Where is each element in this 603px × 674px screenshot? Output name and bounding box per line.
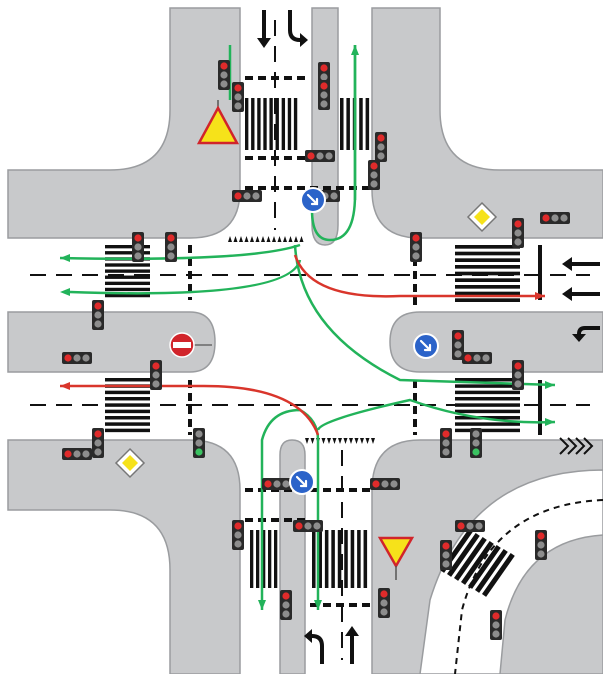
arrowhead-icon xyxy=(351,45,359,55)
traffic-light-icon xyxy=(280,590,292,620)
no-entry-icon xyxy=(169,332,212,358)
traffic-light-icon xyxy=(540,212,570,224)
traffic-light-icon xyxy=(232,520,244,550)
traffic-light-icon xyxy=(375,132,387,162)
priority-road-diamond-icon xyxy=(466,201,498,233)
traffic-light-icon xyxy=(440,540,452,570)
arrowhead-icon xyxy=(60,254,70,262)
arrow-straight-icon xyxy=(345,626,359,664)
sidewalk-nw xyxy=(7,7,241,239)
keep-right-arrow-icon xyxy=(289,469,315,495)
give-way-triangle-icon xyxy=(377,536,415,580)
arrowhead-icon xyxy=(535,292,545,300)
arrowhead-icon xyxy=(60,288,70,296)
traffic-light-icon xyxy=(62,352,92,364)
traffic-light-icon xyxy=(535,530,547,560)
crosswalk-south-right xyxy=(312,530,368,588)
arrowhead-icon xyxy=(314,600,322,610)
traffic-light-icon xyxy=(305,150,335,162)
path-north-straight xyxy=(310,45,357,242)
vehicle-paths xyxy=(59,45,556,610)
traffic-light-icon xyxy=(165,232,177,262)
traffic-light-icon xyxy=(440,428,452,458)
path-south-to-east xyxy=(316,398,556,431)
traffic-light-icon xyxy=(512,218,524,248)
traffic-light-icon xyxy=(132,232,144,262)
arrow-straight-icon xyxy=(562,287,600,301)
traffic-light-icon xyxy=(455,520,485,532)
traffic-light-icon xyxy=(378,588,390,618)
traffic-light-icon xyxy=(62,448,92,460)
arrowhead-icon xyxy=(545,418,555,426)
traffic-light-icon xyxy=(262,478,292,490)
path-north-to-east-red xyxy=(293,254,545,298)
traffic-light-icon xyxy=(232,190,262,202)
give-way-triangle-icon xyxy=(196,100,240,145)
traffic-light-icon xyxy=(410,232,422,262)
lane-arrows xyxy=(257,10,600,664)
median-west xyxy=(7,311,216,373)
traffic-lights xyxy=(62,60,570,640)
traffic-light-icon xyxy=(293,520,323,532)
chevron-marking xyxy=(559,437,594,455)
arrow-straight-icon xyxy=(257,10,271,48)
keep-right-arrow-icon xyxy=(300,187,326,213)
ramp-road xyxy=(419,469,603,674)
traffic-light-icon xyxy=(490,610,502,640)
traffic-light-icon xyxy=(218,60,230,90)
traffic-light-icon xyxy=(368,160,380,190)
crosswalk-north-left xyxy=(245,98,298,150)
yield-teeth xyxy=(228,236,375,444)
arrowhead-icon xyxy=(60,382,70,390)
ramp-lane-line xyxy=(454,499,603,674)
crosswalk-east-upper xyxy=(455,245,520,302)
arrow-straight-icon xyxy=(562,257,600,271)
crosswalk-ramp xyxy=(440,529,515,597)
traffic-light-icon xyxy=(452,330,464,360)
arrowhead-icon xyxy=(258,600,266,610)
arrow-turn-icon xyxy=(288,10,308,47)
crosswalk-south-left xyxy=(250,530,278,588)
priority-road-diamond-icon xyxy=(114,447,146,479)
arrowhead-icon xyxy=(545,381,555,389)
keep-right-arrow-icon xyxy=(413,333,439,359)
traffic-light-icon xyxy=(92,428,104,458)
traffic-light-icon xyxy=(232,82,244,112)
traffic-light-icon xyxy=(512,360,524,390)
arrow-turn-icon xyxy=(572,326,600,342)
traffic-light-icon xyxy=(370,478,400,490)
path-east-to-west xyxy=(69,259,302,295)
crosswalk-east-lower xyxy=(455,378,520,433)
path-south-to-west-red xyxy=(60,384,320,436)
traffic-light-icon xyxy=(92,300,104,330)
traffic-light-icon xyxy=(462,352,492,364)
traffic-light-icon xyxy=(318,80,330,110)
traffic-light-icon xyxy=(150,360,162,390)
traffic-light-icon xyxy=(193,428,205,458)
arrow-turn-icon xyxy=(304,629,324,664)
traffic-light-icon xyxy=(470,428,482,458)
sidewalk-sw xyxy=(7,439,241,674)
path-north-to-west xyxy=(59,243,301,261)
traffic-signs xyxy=(114,100,498,580)
median-east xyxy=(389,311,603,373)
sidewalk-ne xyxy=(371,7,603,239)
